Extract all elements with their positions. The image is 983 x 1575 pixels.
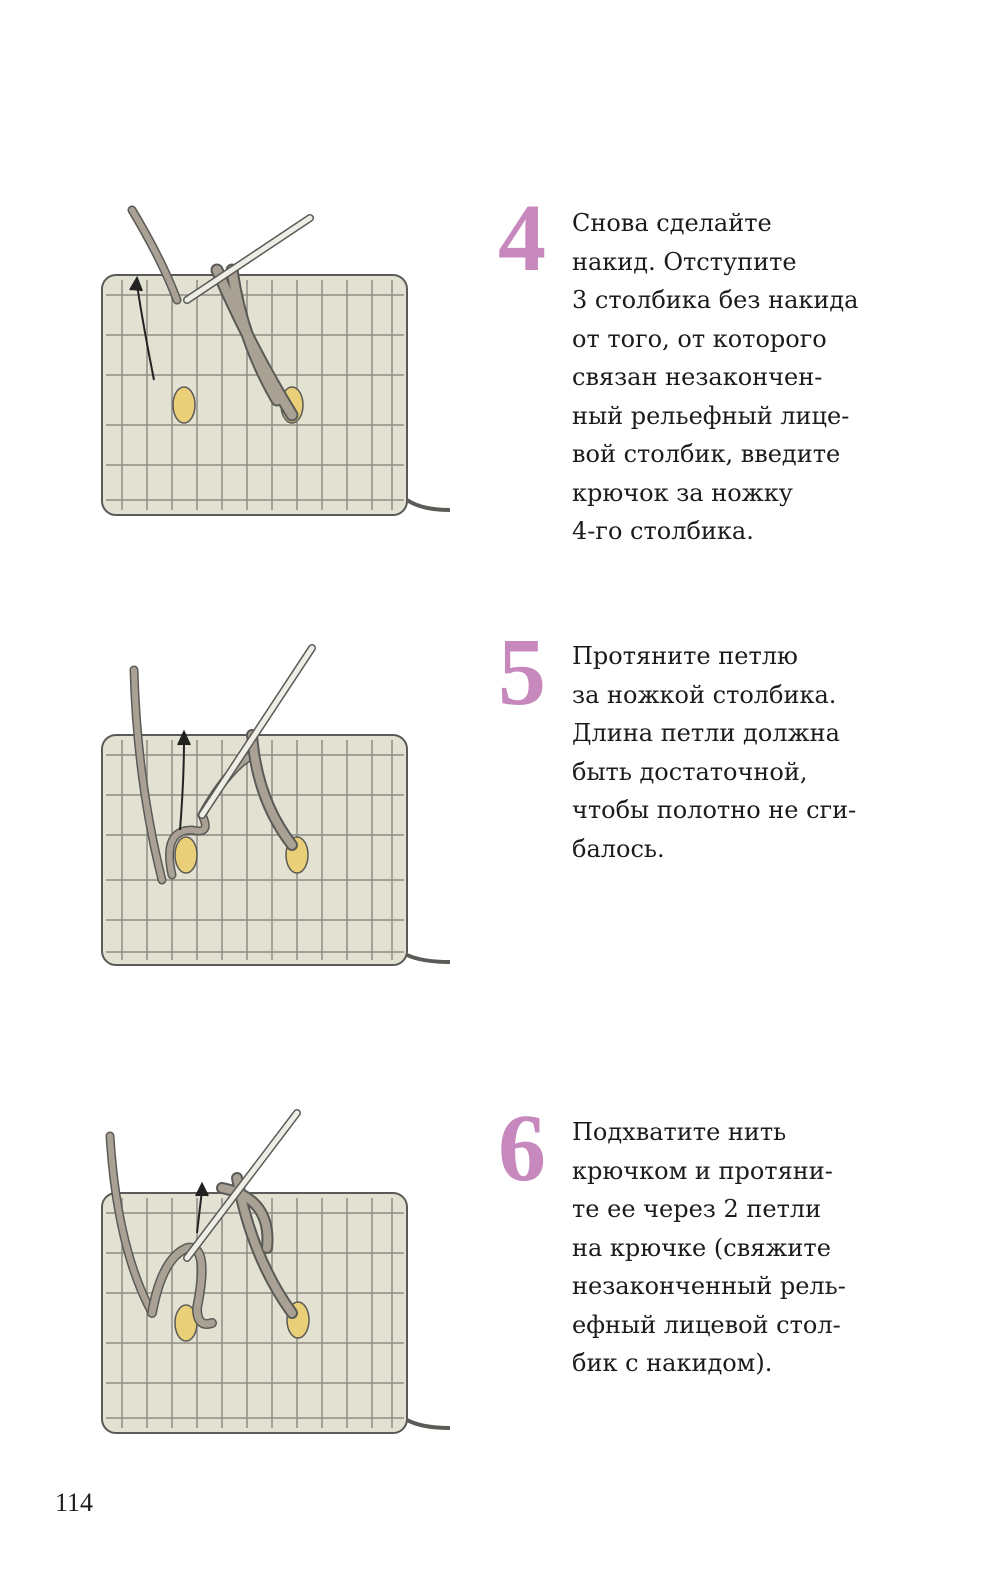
step-instruction: Протяните петлю за ножкой столбика. Длин… — [572, 642, 857, 863]
step-instruction: Снова сделайте накид. Отступите 3 столби… — [572, 209, 859, 545]
step-4-illustration — [92, 200, 462, 530]
crochet-diagram-icon — [101, 1109, 451, 1434]
step-number: 6 — [498, 1094, 546, 1201]
step-5-illustration — [92, 640, 462, 975]
crochet-diagram-icon — [101, 205, 451, 516]
step-number: 4 — [498, 184, 546, 291]
step-instruction: Подхватите нить крючком и протяни- те ее… — [572, 1118, 846, 1377]
step-number: 5 — [498, 618, 546, 725]
page-number: 114 — [55, 1488, 94, 1517]
step-6-illustration — [92, 1108, 462, 1443]
crochet-diagram-icon — [101, 644, 451, 966]
